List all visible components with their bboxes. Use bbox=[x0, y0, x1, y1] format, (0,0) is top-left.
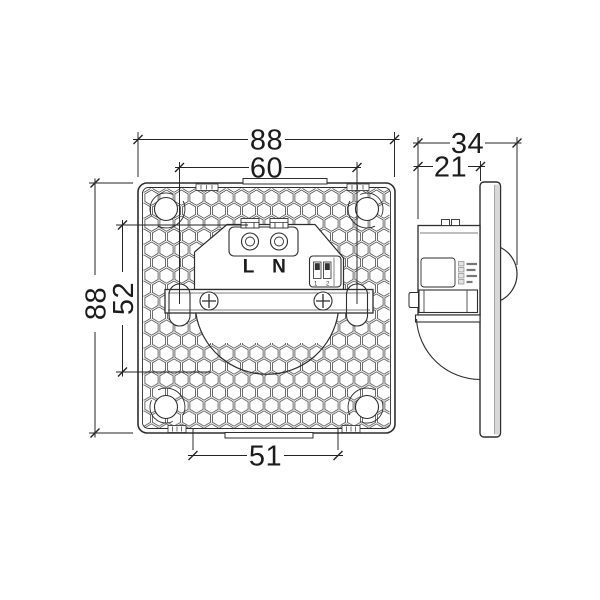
witness-lines bbox=[89, 132, 518, 450]
corner-hole-bottom-right bbox=[347, 387, 384, 424]
terminal-screw-live bbox=[240, 232, 260, 251]
claw-top-left bbox=[195, 183, 219, 191]
dim-overall-width: 88 bbox=[250, 125, 283, 157]
dip-switch-1 bbox=[313, 261, 322, 279]
wire-clamp-left bbox=[240, 218, 260, 229]
corner-hole-bottom-left bbox=[149, 387, 186, 424]
dimension-line-segments bbox=[94, 139, 522, 456]
front-view bbox=[137, 178, 396, 439]
dip-switch-2 bbox=[323, 261, 332, 279]
side-body-flange bbox=[414, 314, 481, 323]
dip-switch-block bbox=[308, 255, 342, 288]
claw-bottom-left bbox=[167, 425, 187, 433]
corner-hole-top-right bbox=[347, 192, 384, 229]
side-body-tab-1 bbox=[441, 219, 450, 226]
bottom-edge-tab bbox=[224, 432, 314, 439]
side-faceplate-shade bbox=[494, 184, 499, 435]
side-body bbox=[408, 219, 481, 381]
fixing-claws bbox=[167, 183, 370, 433]
top-edge-tab bbox=[242, 178, 328, 185]
side-body-left-bump bbox=[408, 292, 418, 308]
side-view bbox=[408, 181, 518, 438]
dimension-ticks bbox=[90, 134, 522, 461]
claw-top-right bbox=[346, 183, 370, 191]
claw-bottom-right bbox=[341, 425, 361, 433]
side-body-panel bbox=[420, 257, 456, 288]
dip-setting-rows bbox=[458, 261, 477, 285]
dim-mount-spacing: 60 bbox=[250, 153, 283, 185]
pir-dome-profile bbox=[500, 246, 518, 302]
side-housing-arc bbox=[415, 318, 481, 381]
wire-clamp-right bbox=[269, 218, 289, 229]
dim-bottom-width: 51 bbox=[249, 441, 282, 473]
backplate-inner-outline bbox=[142, 187, 391, 429]
dim-body-height: 52 bbox=[108, 282, 140, 315]
strap-screw-right bbox=[313, 291, 333, 311]
side-body-tab-2 bbox=[451, 219, 460, 226]
sensor-housing-circle bbox=[195, 312, 339, 375]
side-body-lower-band bbox=[418, 289, 479, 314]
dim-overall-depth: 34 bbox=[451, 128, 484, 160]
dip-positions-label: 1 2 bbox=[314, 282, 333, 288]
dim-overall-height: 88 bbox=[81, 287, 113, 320]
mounting-strap bbox=[164, 288, 374, 314]
terminal-screw-neutral bbox=[269, 232, 289, 251]
terminal-label-live: L bbox=[243, 257, 255, 278]
sensor-housing-band bbox=[195, 313, 339, 343]
dimension-lines bbox=[89, 132, 522, 461]
dim-body-depth: 21 bbox=[434, 152, 467, 184]
terminal-label-neutral: N bbox=[272, 257, 286, 278]
strap-screw-left bbox=[199, 291, 219, 311]
